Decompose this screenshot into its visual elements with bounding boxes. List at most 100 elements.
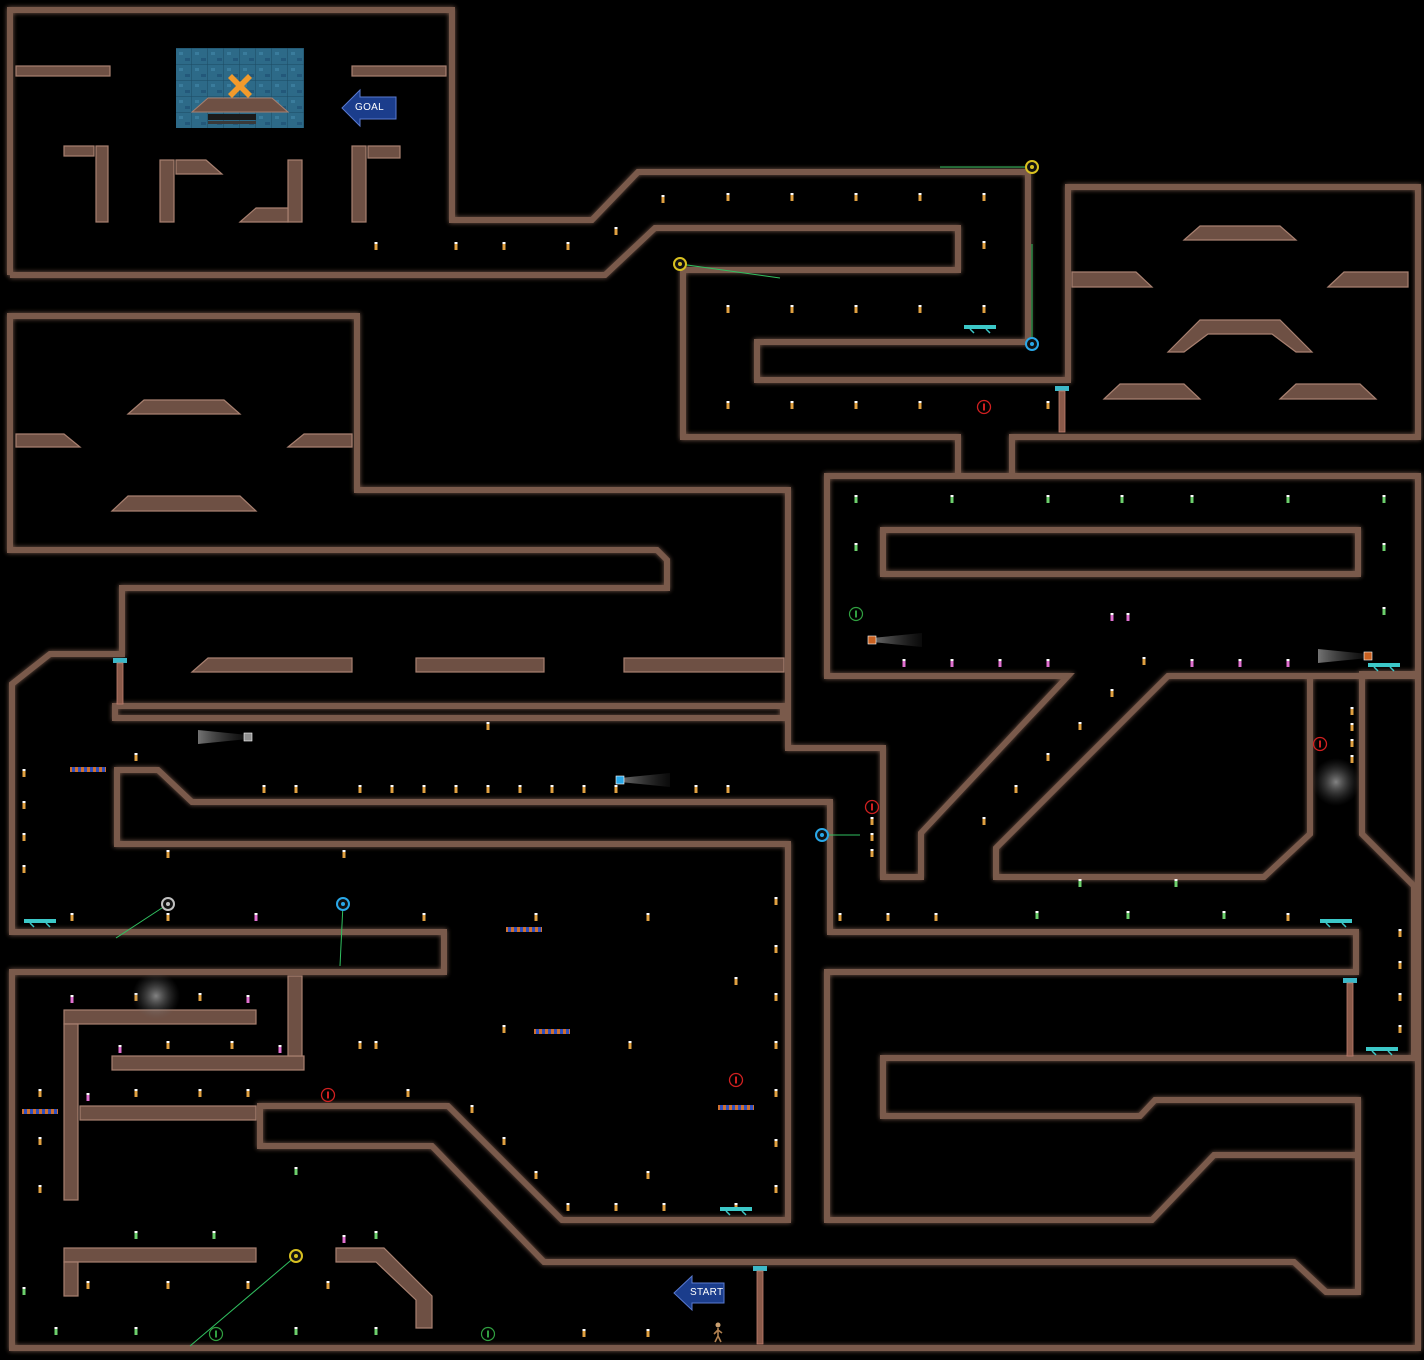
mine-icon (864, 799, 880, 815)
zap-drone-icon (1025, 337, 1039, 351)
ledge (367, 145, 401, 159)
gold-icon (774, 945, 778, 953)
ledge (1102, 383, 1202, 400)
launch-pad-icon (1366, 1047, 1398, 1056)
gold-icon (454, 785, 458, 793)
gold-icon (918, 401, 922, 409)
ledge (190, 657, 353, 673)
gold-icon (694, 785, 698, 793)
gold-icon (918, 305, 922, 313)
gold-icon (374, 1327, 378, 1335)
gold-icon (582, 1329, 586, 1337)
gold-icon (118, 1045, 122, 1053)
gold-icon (166, 850, 170, 858)
gold-icon (502, 1137, 506, 1145)
gauss-turret-icon (1318, 649, 1373, 663)
gold-icon (870, 849, 874, 857)
gold-icon (726, 193, 730, 201)
gold-icon (982, 241, 986, 249)
gold-icon (998, 659, 1002, 667)
bounce-block-icon (70, 767, 106, 772)
gold-icon (518, 785, 522, 793)
gold-icon (1078, 879, 1082, 887)
gold-icon (614, 1203, 618, 1211)
gold-icon (486, 785, 490, 793)
gold-icon (854, 193, 858, 201)
ledge (110, 495, 258, 512)
gold-icon (22, 865, 26, 873)
gold-icon (1046, 401, 1050, 409)
gold-icon (534, 1171, 538, 1179)
bounce-block-icon (506, 927, 542, 932)
gold-icon (22, 833, 26, 841)
gold-icon (454, 242, 458, 250)
gold-icon (1110, 689, 1114, 697)
gold-icon (950, 659, 954, 667)
gold-icon (1110, 613, 1114, 621)
gauss-turret-icon (867, 633, 922, 647)
ghost-orb-icon (132, 972, 180, 1020)
gold-icon (342, 1235, 346, 1243)
gold-icon (86, 1093, 90, 1101)
gold-icon (134, 1089, 138, 1097)
bounce-block-icon (22, 1109, 58, 1114)
gold-icon (646, 1171, 650, 1179)
thwump-icon (113, 658, 127, 705)
gold-icon (166, 913, 170, 921)
toggle-mine-icon (208, 1326, 224, 1342)
gold-icon (38, 1185, 42, 1193)
walls (7, 7, 1421, 1351)
gold-icon (342, 850, 346, 858)
mine-icon (728, 1072, 744, 1088)
ledge (1166, 319, 1314, 353)
gold-icon (982, 817, 986, 825)
ledge (238, 207, 289, 223)
ledge (95, 145, 109, 223)
gold-icon (38, 1089, 42, 1097)
ledge (623, 657, 785, 673)
gold-icon (950, 495, 954, 503)
gold-icon (86, 1281, 90, 1289)
gold-icon (294, 1327, 298, 1335)
gold-icon (838, 913, 842, 921)
gold-icon (212, 1231, 216, 1239)
ledge (159, 159, 175, 223)
gold-icon (1238, 659, 1242, 667)
launch-pad-icon (1368, 663, 1400, 672)
mid-bar-wall (112, 703, 786, 721)
launch-pad-icon (964, 325, 996, 334)
gold-icon (166, 1041, 170, 1049)
goal-marker-icon (228, 74, 252, 98)
gold-icon (1350, 739, 1354, 747)
gold-icon (774, 1185, 778, 1193)
gold-icon (422, 913, 426, 921)
gold-icon (70, 913, 74, 921)
zap-drone-icon (673, 257, 687, 271)
platforms (15, 65, 1409, 1329)
gold-icon (502, 1025, 506, 1033)
gold-icon (1046, 495, 1050, 503)
gold-icon (1286, 659, 1290, 667)
launch-pad-icon (720, 1207, 752, 1216)
gold-icon (774, 897, 778, 905)
gold-icon (774, 1041, 778, 1049)
zap-drone-icon (289, 1249, 303, 1263)
gold-icon (134, 1327, 138, 1335)
gold-icon (918, 193, 922, 201)
zap-drone-icon (336, 897, 350, 911)
gold-icon (374, 1041, 378, 1049)
gold-icon (470, 1105, 474, 1113)
gold-icon (734, 977, 738, 985)
gold-icon (774, 1139, 778, 1147)
ledge (63, 1261, 79, 1297)
exit-door-icon[interactable] (176, 48, 304, 128)
gold-icon (854, 305, 858, 313)
ninja-icon[interactable] (713, 1322, 723, 1343)
gold-icon (198, 1089, 202, 1097)
gold-icon (1190, 495, 1194, 503)
thwump-icon (1343, 978, 1357, 1057)
gold-icon (374, 1231, 378, 1239)
gold-icon (1350, 723, 1354, 731)
gold-icon (54, 1327, 58, 1335)
gold-icon (294, 1167, 298, 1175)
